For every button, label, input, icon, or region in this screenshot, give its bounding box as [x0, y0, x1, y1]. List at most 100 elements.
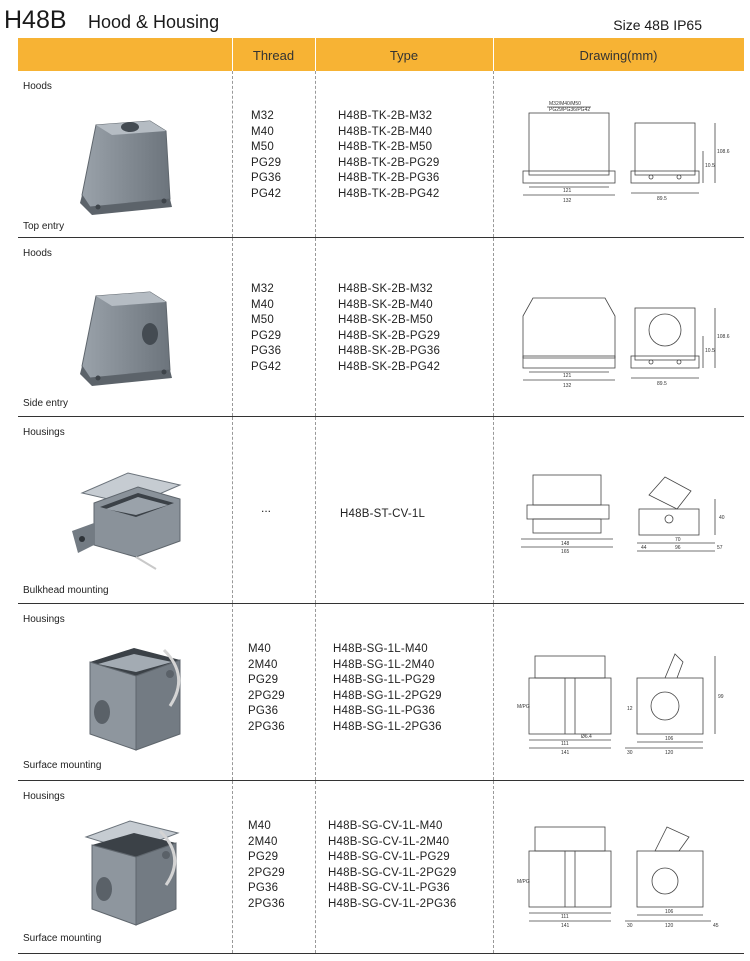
type-list: H48B-SG-CV-1L-M40 H48B-SG-CV-1L-2M40 H48… [328, 819, 456, 912]
column-divider [232, 238, 233, 416]
column-header-type: Type [389, 48, 419, 63]
type-value: H48B-TK-2B-PG42 [338, 187, 440, 200]
thread-value: PG42 [251, 187, 282, 200]
type-value: H48B-ST-CV-1L [340, 508, 426, 520]
dim-label: 106 [665, 736, 674, 742]
type-list: H48B-ST-CV-1L [340, 507, 425, 523]
thread-value: PG29 [251, 156, 282, 169]
series-title: H48B [4, 6, 67, 34]
type-value: H48B-SG-1L-2PG29 [333, 689, 442, 702]
type-value: H48B-TK-2B-M40 [338, 125, 433, 138]
header-divider [232, 38, 233, 71]
housing-surface-cover-image [84, 820, 180, 926]
housing-surface-drawing: 111 141 Ø6.4 106 120 30 99 M/PG 12 [517, 653, 724, 756]
thread-value: PG36 [251, 345, 282, 357]
type-value: H48B-SG-1L-PG36 [333, 705, 436, 717]
thread-value: 2PG36 [248, 897, 285, 910]
mounting-label: Surface mounting [23, 760, 102, 771]
dim-label: 121 [563, 373, 572, 379]
mounting-label: Bulkhead mounting [23, 585, 109, 596]
category-label: Housings [23, 427, 65, 438]
column-header-drawing: Drawing(mm) [579, 48, 658, 63]
type-value: H48B-SG-CV-1L-2PG36 [328, 897, 457, 910]
dim-label: 120 [665, 923, 674, 929]
dim-label: 111 [561, 914, 569, 920]
type-value: H48B-TK-2B-M32 [338, 110, 433, 122]
housing-bulkhead-image [72, 472, 182, 570]
column-divider [493, 238, 494, 416]
thread-value: PG36 [248, 882, 279, 894]
category-label: Hoods [23, 248, 52, 259]
thread-value: 2PG36 [248, 720, 285, 733]
dim-label: M/PG [517, 704, 530, 710]
dim-label: 57 [717, 545, 723, 551]
type-value: H48B-SG-CV-1L-2PG29 [328, 866, 457, 879]
type-value: H48B-SG-1L-PG29 [333, 674, 436, 686]
dim-label: 44 [641, 545, 647, 551]
mounting-label: Surface mounting [23, 933, 102, 944]
thread-list: M32 M40 M50 PG29 PG36 PG42 [251, 282, 281, 375]
dim-label: 99 [718, 694, 724, 700]
type-value: H48B-SG-CV-1L-PG36 [328, 882, 450, 894]
category-label: Housings [23, 791, 65, 802]
column-divider [232, 604, 233, 780]
hood-top-entry-image [80, 120, 172, 215]
dim-label: M/PG [517, 879, 530, 885]
thread-value: PG42 [251, 360, 282, 373]
thread-list: M40 2M40 PG29 2PG29 PG36 2PG36 [248, 642, 285, 735]
table-row: Housings Bulkhead mounting ... H48B-ST-C… [18, 417, 744, 604]
header-divider [315, 38, 316, 71]
table-row: Housings Surface mounting M40 2M40 PG29 … [18, 781, 744, 954]
type-value: H48B-SG-CV-1L-PG29 [328, 851, 450, 863]
thread-list: M40 2M40 PG29 2PG29 PG36 2PG36 [248, 819, 285, 912]
thread-value: M50 [251, 314, 274, 326]
dim-label: 106 [665, 909, 674, 915]
type-value: H48B-SG-1L-M40 [333, 643, 428, 655]
thread-value: M32 [251, 110, 274, 122]
dim-label: Ø6.4 [581, 734, 592, 740]
thread-list: M32 M40 M50 PG29 PG36 PG42 [251, 109, 281, 202]
thread-value: PG36 [248, 705, 279, 717]
thread-value: 2PG29 [248, 689, 285, 702]
column-divider [493, 781, 494, 953]
thread-value: 2M40 [248, 658, 278, 671]
size-label: Size 48B IP65 [613, 17, 702, 33]
type-value: H48B-SK-2B-M40 [338, 298, 433, 311]
dim-label: 132 [563, 198, 572, 204]
type-value: H48B-SG-1L-2PG36 [333, 720, 442, 733]
hood-side-entry-drawing: 121 132 89.5 10.5 108.6 [522, 297, 730, 389]
type-value: H48B-SG-CV-1L-M40 [328, 820, 443, 832]
table-header: Thread Type Drawing(mm) [18, 38, 744, 71]
dim-label: 70 [675, 537, 681, 543]
type-list: H48B-SG-1L-M40 H48B-SG-1L-2M40 H48B-SG-1… [333, 642, 442, 735]
column-divider [315, 781, 316, 953]
type-list: H48B-TK-2B-M32 H48B-TK-2B-M40 H48B-TK-2B… [338, 109, 439, 202]
dim-label: PG29/PG36/PG42 [549, 107, 590, 113]
thread-value: 2M40 [248, 835, 278, 848]
dim-label: 141 [561, 923, 570, 929]
thread-value: PG29 [248, 851, 279, 863]
column-divider [493, 604, 494, 780]
housing-surface-image [89, 648, 181, 751]
column-divider [232, 417, 233, 603]
dim-label: 89.5 [657, 381, 667, 387]
dim-label: 165 [561, 549, 570, 555]
type-value: H48B-SK-2B-PG42 [338, 360, 441, 373]
table-row: Hoods Top entry M32 M40 M50 PG29 PG36 PG… [18, 71, 744, 238]
column-divider [315, 238, 316, 416]
header-divider [493, 38, 494, 71]
thread-value: PG36 [251, 172, 282, 184]
column-divider [315, 604, 316, 780]
type-list: H48B-SK-2B-M32 H48B-SK-2B-M40 H48B-SK-2B… [338, 282, 440, 375]
column-divider [315, 71, 316, 237]
dim-label: 30 [627, 750, 633, 756]
dim-label: 108.6 [717, 334, 730, 340]
dim-label: 40 [719, 515, 725, 521]
thread-value: 2PG29 [248, 866, 285, 879]
housing-bulkhead-drawing: 148 165 44 70 96 57 40 [521, 474, 725, 555]
type-value: H48B-TK-2B-PG36 [338, 172, 440, 184]
column-divider [493, 71, 494, 237]
dim-label: 108.6 [717, 149, 730, 155]
dim-label: 121 [563, 188, 572, 194]
thread-value: PG29 [248, 674, 279, 686]
